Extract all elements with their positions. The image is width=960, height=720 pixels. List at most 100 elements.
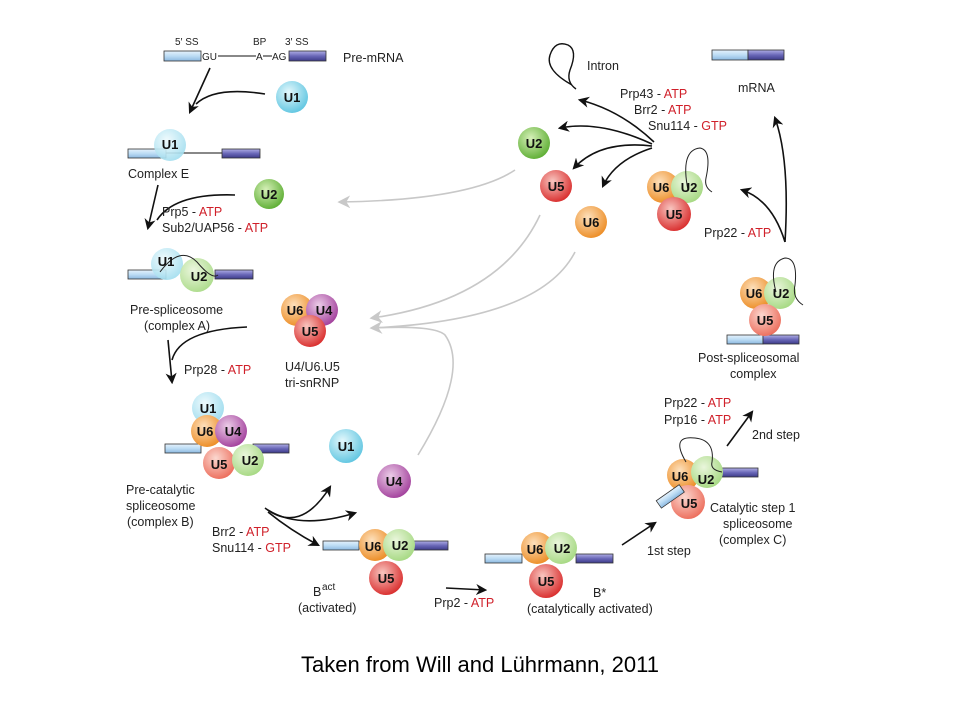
arrow-to-complex-e	[188, 67, 211, 115]
snrnp-u1-released: U1	[329, 429, 363, 463]
mrna: mRNA	[711, 49, 785, 95]
svg-text:B*: B*	[593, 586, 606, 600]
arrow-to-complex-b	[165, 339, 177, 385]
factor-prp22-post: Prp22 - ATP	[704, 226, 771, 240]
complex-e: U1 Complex E	[127, 129, 261, 181]
svg-text:U5: U5	[378, 571, 395, 586]
svg-text:GU: GU	[202, 52, 217, 63]
first-step-label: 1st step	[647, 544, 691, 558]
svg-text:U5: U5	[681, 496, 698, 511]
svg-text:U6: U6	[746, 286, 763, 301]
factor-prp5: Prp5 - ATP	[162, 205, 222, 219]
svg-text:U6: U6	[672, 469, 689, 484]
svg-text:U2: U2	[392, 538, 409, 553]
svg-text:Post-spliceosomal: Post-spliceosomal	[698, 351, 799, 365]
complex-b: U1 U6 U4 U5 U2 Pre-catalytic spliceosome…	[126, 392, 290, 529]
svg-text:(complex B): (complex B)	[127, 515, 194, 529]
factor-brr2-disassembly: Brr2 - ATP	[634, 103, 691, 117]
tri-snrnp: U6 U4 U5 U4/U6.U5 tri-snRNP	[281, 294, 340, 390]
svg-text:U6: U6	[365, 539, 382, 554]
svg-text:U1: U1	[200, 401, 217, 416]
arrow-to-complex-a	[144, 184, 159, 231]
svg-text:U4/U6.U5: U4/U6.U5	[285, 360, 340, 374]
ss3-label: 3′ SS	[285, 37, 309, 48]
svg-text:U1: U1	[284, 90, 301, 105]
source-caption: Taken from Will and Lührmann, 2011	[301, 652, 659, 677]
svg-text:(activated): (activated)	[298, 601, 356, 615]
svg-text:Intron: Intron	[587, 59, 619, 73]
svg-text:U1: U1	[338, 439, 355, 454]
snrnp-u2-released: U2	[518, 127, 550, 159]
ss5-label: 5′ SS	[175, 37, 199, 48]
svg-text:U4: U4	[386, 474, 403, 489]
snrnp-u4-released: U4	[377, 464, 411, 498]
svg-text:U5: U5	[757, 313, 774, 328]
factor-sub2: Sub2/UAP56 - ATP	[162, 221, 268, 235]
pre-mrna: 5′ SS BP 3′ SS GU A AG Pre-mRNA	[163, 37, 404, 65]
bp-label: BP	[253, 37, 267, 48]
svg-text:(complex A): (complex A)	[144, 319, 210, 333]
svg-text:Catalytic step 1: Catalytic step 1	[710, 501, 796, 515]
svg-text:U5: U5	[666, 207, 683, 222]
svg-text:U1: U1	[162, 137, 179, 152]
svg-text:U2: U2	[191, 269, 208, 284]
svg-text:U6: U6	[653, 180, 670, 195]
factor-prp16: Prp16 - ATP	[664, 413, 731, 427]
svg-text:U6: U6	[197, 424, 214, 439]
exon-3prime	[288, 50, 327, 62]
svg-text:U2: U2	[554, 541, 571, 556]
factor-prp28: Prp28 - ATP	[184, 363, 251, 377]
u5-recycle-arrow	[369, 214, 541, 323]
factor-brr2: Brr2 - ATP	[212, 525, 269, 539]
svg-text:U1: U1	[158, 254, 175, 269]
svg-text:(complex C): (complex C)	[719, 533, 786, 547]
svg-text:U5: U5	[538, 574, 555, 589]
svg-text:(catalytically activated): (catalytically activated)	[527, 602, 653, 616]
svg-text:act: act	[322, 582, 336, 593]
complex-e-label: Complex E	[128, 167, 189, 181]
intron-lariat: Intron	[548, 43, 619, 90]
svg-text:U5: U5	[211, 457, 228, 472]
u4-recycle-arrow	[371, 326, 454, 456]
u2-recycle-arrow	[337, 169, 516, 209]
svg-text:A: A	[256, 52, 263, 63]
complex-c: U6 U2 U5 Catalytic step 1 spliceosome (c…	[655, 437, 796, 547]
intron-lariat-complex: U6 U2 U5	[647, 147, 713, 231]
svg-text:Pre-catalytic: Pre-catalytic	[126, 483, 195, 497]
svg-text:B: B	[313, 585, 321, 599]
factor-snu114-disassembly: Snu114 - GTP	[648, 119, 727, 133]
post-spliceosomal-complex: U6 U2 U5 Post-spliceosomal complex	[698, 257, 804, 381]
svg-text:U4: U4	[225, 424, 242, 439]
second-step-label: 2nd step	[752, 428, 800, 442]
svg-text:spliceosome: spliceosome	[723, 517, 793, 531]
svg-text:mRNA: mRNA	[738, 81, 775, 95]
snrnp-u1-free: U1	[276, 81, 308, 113]
svg-text:U4: U4	[316, 303, 333, 318]
svg-text:U6: U6	[527, 542, 544, 557]
u6-recycle-arrow	[369, 251, 576, 334]
svg-text:U2: U2	[261, 187, 278, 202]
svg-text:U5: U5	[302, 324, 319, 339]
svg-text:complex: complex	[730, 367, 777, 381]
svg-text:U2: U2	[681, 180, 698, 195]
snrnp-u2-free: U2	[254, 179, 284, 209]
factor-prp2: Prp2 - ATP	[434, 596, 494, 610]
svg-text:spliceosome: spliceosome	[126, 499, 196, 513]
snrnp-u5-released: U5	[540, 170, 572, 202]
svg-text:U2: U2	[773, 286, 790, 301]
svg-text:Pre-spliceosome: Pre-spliceosome	[130, 303, 223, 317]
snrnp-u6-released: U6	[575, 206, 607, 238]
complex-b-act: U6 U2 U5 B act (activated)	[298, 529, 449, 615]
factor-snu114: Snu114 - GTP	[212, 541, 291, 555]
svg-text:U6: U6	[287, 303, 304, 318]
svg-text:U5: U5	[548, 179, 565, 194]
svg-text:U2: U2	[698, 472, 715, 487]
svg-text:U2: U2	[242, 453, 259, 468]
recycling-arrows	[337, 169, 576, 456]
factor-prp43: Prp43 - ATP	[620, 87, 687, 101]
complex-b-star: U6 U2 U5 B* (catalytically activated)	[484, 532, 653, 616]
exon-5prime	[163, 50, 202, 62]
svg-text:U6: U6	[583, 215, 600, 230]
factor-prp22-c: Prp22 - ATP	[664, 396, 731, 410]
